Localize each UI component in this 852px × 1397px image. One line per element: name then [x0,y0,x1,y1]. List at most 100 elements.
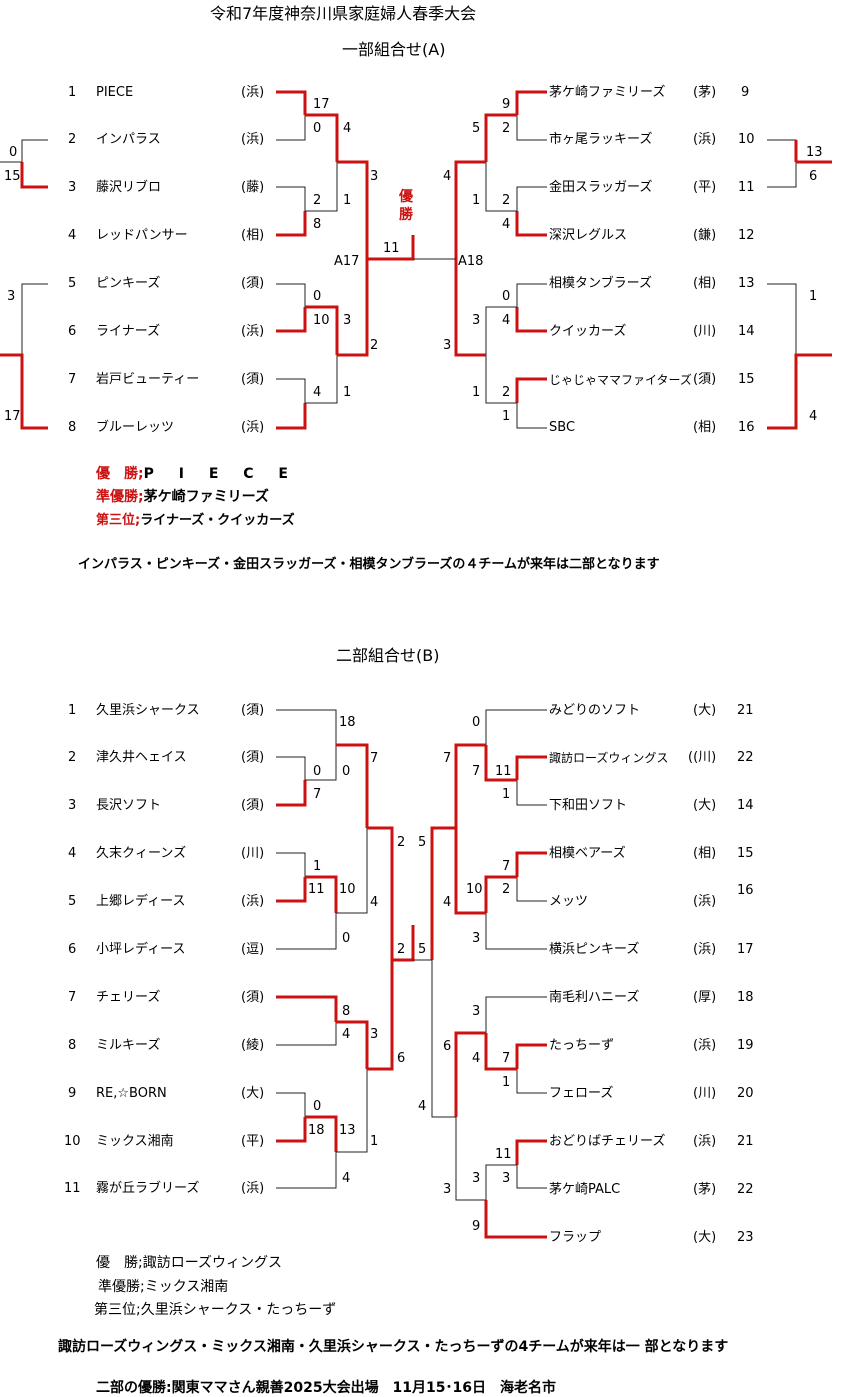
score-label: 7 [502,859,511,874]
team-area: (浜) [693,1134,717,1149]
team-area: (藤) [241,180,265,195]
team-number: 21 [737,1134,754,1149]
team-name: 南毛利ハニーズ [549,990,640,1005]
score-label: 2 [397,835,406,850]
team-number: 6 [68,324,77,339]
team-number: 10 [738,132,755,147]
team-number: 11 [738,180,755,195]
team-name: 久末クィーンズ [96,846,187,861]
score-label: 3 [472,1004,481,1019]
score-label: 6 [397,1051,406,1066]
team-area: (大) [693,1230,717,1245]
team-name: 横浜ピンキーズ [549,942,640,957]
score-label: 4 [343,121,352,136]
team-area: (須) [693,372,717,387]
team-name: チェリーズ [96,990,161,1005]
score-label: 10 [313,313,330,328]
team-name: ミックス湘南 [96,1134,174,1149]
team-area: (相) [693,420,717,435]
score-label: 0 [472,715,481,730]
score-label: 1 [472,193,481,208]
score-label: 0 [9,145,18,160]
score-label: 5 [418,942,427,957]
team-area: (川) [241,846,265,861]
team-area: (逗) [241,942,265,957]
team-area: (大) [241,1086,265,1101]
runner-up-line: 準優勝;ミックス湘南 [98,1279,229,1295]
team-name: 久里浜シャークス [96,703,200,718]
score-label: 0 [342,931,351,946]
team-name: 市ヶ尾ラッキーズ [549,132,653,147]
team-name: 岩戸ビューティー [96,372,200,387]
champion-line: 優 勝;P I E C E [96,467,298,481]
team-name: レッドパンサー [96,228,188,243]
team-area: (浜) [241,85,265,100]
team-name: フラップ [549,1230,602,1245]
score-label: 11 [495,1147,512,1162]
team-number: 5 [68,894,77,909]
score-label: 3 [472,931,481,946]
score-label: 7 [443,751,452,766]
score-label: 9 [472,1219,481,1234]
score-label: 4 [809,409,818,424]
team-area: (須) [241,798,265,813]
div2-right-lines [413,709,547,1239]
score-label: 2 [502,121,511,136]
score-label: 2 [502,882,511,897]
team-name: 相模ベアーズ [549,846,626,861]
team-area: (川) [693,1086,717,1101]
team-number: 6 [68,942,77,957]
team-number: 12 [738,228,755,243]
team-number: 1 [68,703,77,718]
team-name: ブルーレッツ [96,420,175,435]
score-label: 0 [313,1099,322,1114]
score-label: 3 [443,1182,452,1197]
team-number: 7 [68,372,77,387]
team-name: 諏訪ローズウィングス [549,751,669,765]
team-number: 4 [68,846,77,861]
team-area: (大) [693,798,717,813]
team-name: ピンキーズ [96,276,161,291]
team-area: (浜) [693,942,717,957]
team-name: 下和田ソフト [549,798,628,813]
team-name: ミルキーズ [96,1038,161,1053]
team-name: SBC [549,420,576,435]
score-label: 4 [443,895,452,910]
score-label: 18 [339,715,356,730]
score-label: 13 [806,145,823,160]
score-label: 4 [418,1099,427,1114]
third-label: 第三位; [96,513,141,528]
score-label: 4 [342,1171,351,1186]
team-name: 上郷レディース [96,894,186,909]
team-area: (相) [693,846,717,861]
third-names: ライナーズ・クイッカーズ [140,513,295,528]
score-label: 2 [502,193,511,208]
team-number: 1 [68,85,77,100]
team-name: 金田スラッガーズ [549,180,653,195]
team-name: 藤沢リブロ [96,180,162,195]
team-name: メッツ [549,894,589,909]
score-label: 2 [502,385,511,400]
score-label: 15 [4,169,21,184]
score-label: 1 [343,193,352,208]
runner-up-label: 準優勝; [96,489,144,505]
score-label: 3 [472,313,481,328]
team-number: 4 [68,228,77,243]
score-label: 0 [342,764,351,779]
score-label: 0 [502,289,511,304]
score-label: 7 [370,751,379,766]
score-label: 3 [370,1027,379,1042]
team-name: インパラス [96,132,161,147]
team-number: 16 [737,883,754,898]
team-number: 8 [68,1038,77,1053]
team-number: 15 [738,372,755,387]
division2-footer: 二部の優勝:関東ママさん親善2025大会出場 11月15･16日 海老名市 [96,1380,557,1396]
team-number: 5 [68,276,77,291]
team-name: たっちーず [549,1038,615,1053]
team-number: 20 [737,1086,754,1101]
team-area: (浜) [241,132,265,147]
team-name: 長沢ソフト [96,798,162,813]
team-number: 21 [737,703,754,718]
score-label: 3 [443,338,452,353]
score-label: 1 [313,859,322,874]
